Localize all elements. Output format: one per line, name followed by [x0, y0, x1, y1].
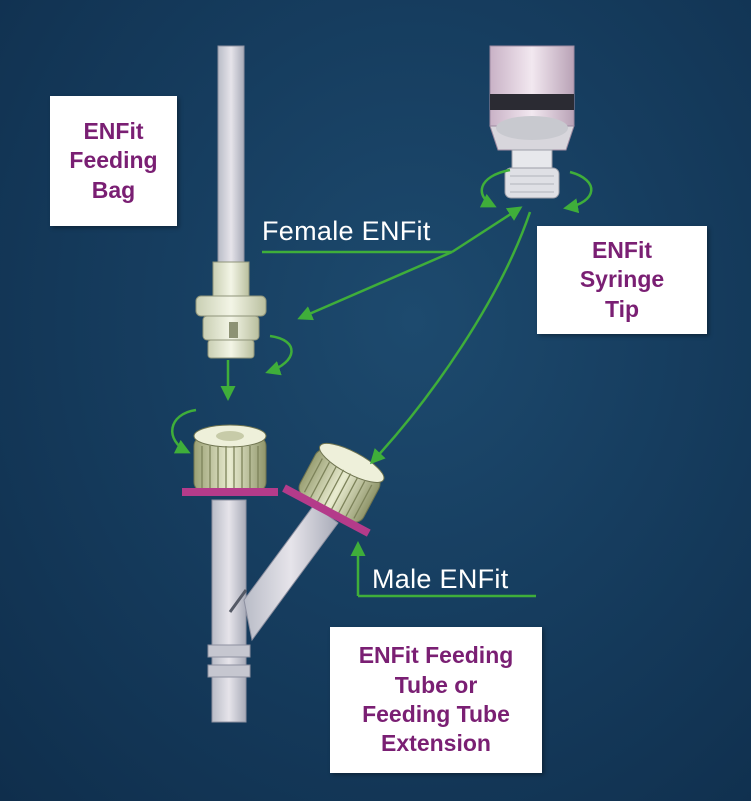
arrow-to-bag-connector	[297, 250, 453, 321]
twist-arrow-bag	[265, 334, 293, 376]
female-enfit-label: Female ENFit	[262, 216, 431, 246]
syringe-tip-connector	[504, 149, 560, 199]
arrow-to-syringe-connector	[451, 206, 523, 254]
feeding-bag-label: ENFit Feeding Bag	[69, 117, 158, 203]
feeding-bag-tube	[212, 45, 250, 297]
male-enfit-connector-main	[182, 424, 278, 496]
syringe-tip-label: ENFit Syringe Tip	[579, 236, 665, 322]
twist-arrow-port	[171, 408, 197, 454]
syringe-tip-label-box: ENFit Syringe Tip	[537, 226, 707, 334]
male-enfit-connector-side	[282, 442, 385, 537]
feeding-bag-label-box: ENFit Feeding Bag	[50, 96, 177, 226]
male-enfit-label: Male ENFit	[372, 564, 509, 594]
twist-arrow-syringe-left	[479, 168, 511, 208]
feeding-tube-label: ENFit Feeding Tube or Feeding Tube Exten…	[358, 642, 514, 757]
arrow-syringe-to-side-port	[369, 211, 532, 465]
pointer-arrows	[171, 168, 593, 598]
feeding-tube-y-port	[207, 499, 339, 723]
female-enfit-connector-bag	[195, 295, 267, 359]
syringe-barrel	[489, 45, 575, 151]
twist-arrow-syringe-right	[563, 170, 593, 214]
feeding-tube-label-box: ENFit Feeding Tube or Feeding Tube Exten…	[330, 627, 542, 773]
